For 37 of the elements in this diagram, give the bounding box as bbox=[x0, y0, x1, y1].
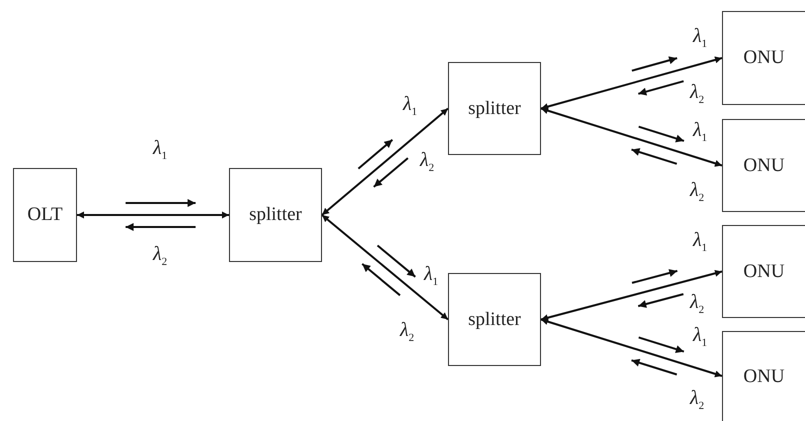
wavelength-label: λ$_{1}$ bbox=[424, 264, 438, 288]
connector-arrow bbox=[321, 214, 449, 320]
wavelength-label: λ$_{1}$ bbox=[693, 120, 708, 144]
splitter-box bbox=[448, 62, 541, 155]
node-label: ONU bbox=[743, 154, 785, 176]
node-label: OLT bbox=[27, 204, 63, 226]
olt-box bbox=[13, 168, 77, 262]
node-label: splitter bbox=[249, 204, 302, 226]
wavelength-label: λ$_{1}$ bbox=[693, 230, 708, 254]
wavelength-label: λ$_{2}$ bbox=[690, 388, 704, 412]
onu-box bbox=[722, 119, 805, 212]
wavelength-label: λ$_{1}$ bbox=[693, 26, 708, 50]
wavelength-label: λ$_{1}$ bbox=[153, 138, 168, 162]
wavelength-label: λ$_{1}$ bbox=[693, 325, 708, 349]
splitter-box bbox=[229, 168, 322, 262]
connector-arrow bbox=[321, 108, 449, 216]
node-label: splitter bbox=[468, 98, 521, 120]
connector-arrow bbox=[540, 56, 722, 110]
node-label: ONU bbox=[743, 366, 785, 388]
node-label: splitter bbox=[468, 308, 521, 330]
wavelength-label: λ$_{2}$ bbox=[153, 244, 168, 268]
wavelength-label: λ$_{1}$ bbox=[403, 94, 418, 118]
splitter-box bbox=[448, 273, 541, 366]
connector-arrow bbox=[540, 318, 722, 378]
wavelength-label: λ$_{2}$ bbox=[690, 180, 704, 204]
wavelength-label: λ$_{2}$ bbox=[690, 292, 704, 316]
wavelength-label: λ$_{2}$ bbox=[400, 320, 414, 344]
onu-box bbox=[722, 11, 805, 105]
wavelength-label: λ$_{2}$ bbox=[690, 82, 704, 106]
onu-box bbox=[722, 225, 805, 318]
node-label: ONU bbox=[743, 260, 785, 282]
connector-arrow bbox=[77, 212, 229, 218]
wavelength-label: λ$_{2}$ bbox=[420, 150, 434, 174]
connector-arrow bbox=[540, 107, 722, 167]
node-label: ONU bbox=[743, 47, 785, 69]
onu-box bbox=[722, 331, 805, 421]
connector-arrow bbox=[540, 270, 722, 322]
